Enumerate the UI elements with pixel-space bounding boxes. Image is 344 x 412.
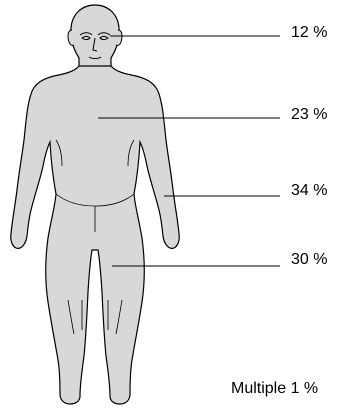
body-shape (11, 66, 180, 404)
body-silhouette (11, 5, 180, 404)
multiple-percent-label: Multiple 1 % (231, 380, 318, 398)
torso-percent-label: 23 % (291, 106, 327, 124)
head-percent-label: 12 % (291, 24, 327, 42)
arms-percent-label: 34 % (291, 182, 327, 200)
legs-percent-label: 30 % (291, 251, 327, 269)
